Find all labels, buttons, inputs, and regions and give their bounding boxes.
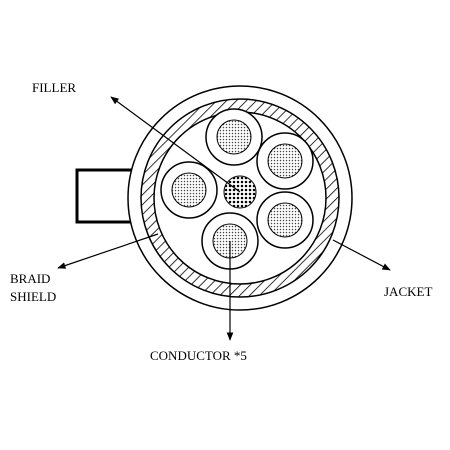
conductor-right-upper <box>256 132 314 190</box>
jacket-label: JACKET <box>384 284 432 299</box>
braid-shield-label-line2: SHIELD <box>10 289 56 304</box>
filler-leader-arrow <box>110 96 241 193</box>
jacket-leader-arrow <box>332 239 391 271</box>
conductor-top <box>205 108 263 166</box>
braid-shield-leader-arrow <box>57 233 159 269</box>
connector-bracket <box>75 168 135 224</box>
conductor-right-lower <box>256 191 314 249</box>
braid-shield-label-line1: BRAID <box>10 271 50 286</box>
filler-label: FILLER <box>32 80 76 95</box>
conductor-label: CONDUCTOR *5 <box>150 348 247 363</box>
conductor-left <box>160 161 218 219</box>
